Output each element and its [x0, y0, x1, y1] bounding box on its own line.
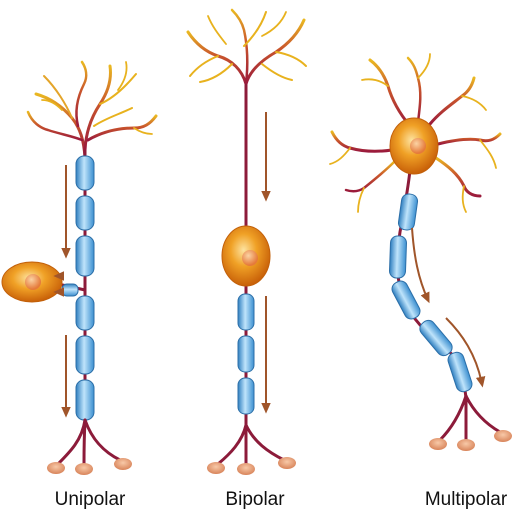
- unipolar-neuron: [1, 60, 158, 475]
- multipolar-myelin-sheath: [389, 193, 473, 393]
- bipolar-dendrites: [186, 8, 307, 86]
- bipolar-terminal-bouton: [207, 462, 225, 474]
- multipolar-neuron: [329, 53, 512, 451]
- unipolar-terminal-bouton: [75, 463, 93, 475]
- multipolar-terminal-bouton: [429, 438, 447, 450]
- bipolar-terminal-bouton: [278, 457, 296, 469]
- unipolar-terminal-bouton: [114, 458, 132, 470]
- bipolar-label: Bipolar: [225, 489, 285, 510]
- unipolar-axon-terminals: [56, 418, 122, 466]
- signal-direction-arrow: [411, 227, 486, 388]
- bipolar-terminal-bouton: [237, 463, 255, 475]
- signal-direction-arrow: [53, 165, 71, 418]
- unipolar-label: Unipolar: [54, 489, 126, 510]
- unipolar-cell-body: [1, 261, 63, 303]
- bipolar-axon-terminals: [216, 423, 286, 466]
- unipolar-myelin-sheath: [61, 155, 95, 421]
- multipolar-dendrites: [329, 53, 502, 213]
- multipolar-label: Multipolar: [424, 489, 508, 510]
- multipolar-cell-body: [389, 117, 439, 175]
- unipolar-terminal-bouton: [47, 462, 65, 474]
- unipolar-dendrites: [26, 60, 158, 160]
- bipolar-myelin-sheath: [237, 293, 255, 415]
- bipolar-cell-body: [221, 225, 271, 287]
- multipolar-axon-terminals: [438, 394, 502, 442]
- multipolar-terminal-bouton: [494, 430, 512, 442]
- bipolar-neuron: [186, 8, 307, 475]
- multipolar-terminal-bouton: [457, 439, 475, 451]
